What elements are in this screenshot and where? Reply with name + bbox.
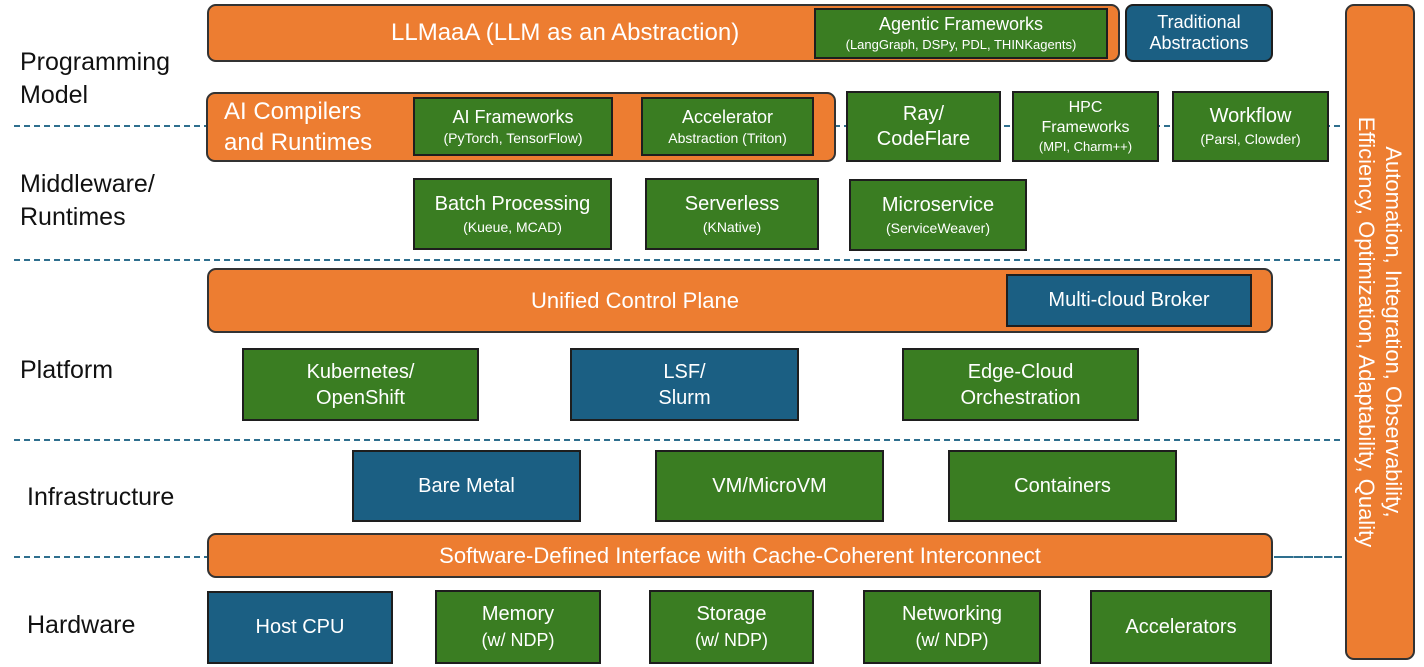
- interconnect-label: Software-Defined Interface with Cache-Co…: [439, 542, 1041, 568]
- layer-divider: [14, 259, 1340, 261]
- edge-cloud-label: Edge-Cloud Orchestration: [960, 360, 1081, 409]
- vm-microvm-label: VM/MicroVM: [712, 474, 827, 497]
- memory-sub: (w/ NDP): [481, 630, 555, 651]
- microservice-title: Microservice: [881, 193, 995, 216]
- ray-codeflare-label: Ray/ CodeFlare: [876, 102, 971, 150]
- networking-title: Networking: [901, 603, 1003, 626]
- networking-sub: (w/ NDP): [915, 630, 989, 651]
- layer-label-middleware: Middleware/ Runtimes: [20, 170, 155, 231]
- batch-processing-title: Batch Processing: [434, 192, 591, 215]
- agentic-frameworks-box: Agentic Frameworks (LangGraph, DSPy, PDL…: [814, 8, 1108, 59]
- serverless-box: Serverless (KNative): [645, 178, 819, 250]
- ai-frameworks-title: AI Frameworks: [452, 106, 574, 127]
- ray-codeflare-box: Ray/ CodeFlare: [846, 91, 1001, 162]
- storage-box: Storage (w/ NDP): [649, 590, 814, 664]
- containers-box: Containers: [948, 450, 1177, 522]
- llmaaa-label: LLMaaA (LLM as an Abstraction): [391, 19, 740, 47]
- layer-divider: [14, 439, 1340, 441]
- ai-compilers-label: AI Compilers and Runtimes: [224, 97, 373, 156]
- networking-box: Networking (w/ NDP): [863, 590, 1041, 664]
- accelerator-abstraction-title: Accelerator: [681, 106, 774, 127]
- memory-box: Memory (w/ NDP): [435, 590, 601, 664]
- agentic-frameworks-sub: (LangGraph, DSPy, PDL, THINKagents): [845, 36, 1077, 52]
- kubernetes-box: Kubernetes/ OpenShift: [242, 348, 479, 421]
- workflow-sub: (Parsl, Clowder): [1200, 131, 1301, 148]
- cross-cutting-concerns-bar: Automation, Integration, Observability, …: [1345, 4, 1415, 660]
- microservice-sub: (ServiceWeaver): [886, 219, 990, 236]
- traditional-abstractions-label: Traditional Abstractions: [1149, 12, 1249, 53]
- bare-metal-box: Bare Metal: [352, 450, 581, 522]
- hpc-frameworks-box: HPC Frameworks (MPI, Charm++): [1012, 91, 1159, 162]
- multi-cloud-broker-box: Multi-cloud Broker: [1006, 274, 1252, 327]
- serverless-sub: (KNative): [702, 218, 762, 235]
- interconnect-bar: Software-Defined Interface with Cache-Co…: [207, 533, 1273, 578]
- edge-cloud-box: Edge-Cloud Orchestration: [902, 348, 1139, 421]
- batch-processing-sub: (Kueue, MCAD): [463, 218, 562, 235]
- unified-control-plane-label: Unified Control Plane: [531, 287, 739, 313]
- lsf-slurm-label: LSF/ Slurm: [658, 360, 711, 409]
- kubernetes-label: Kubernetes/ OpenShift: [306, 360, 415, 409]
- accelerators-label: Accelerators: [1125, 615, 1237, 638]
- multi-cloud-broker-label: Multi-cloud Broker: [1048, 289, 1210, 311]
- microservice-box: Microservice (ServiceWeaver): [849, 179, 1027, 251]
- layer-label-platform: Platform: [20, 356, 114, 384]
- host-cpu-box: Host CPU: [207, 591, 393, 664]
- lsf-slurm-box: LSF/ Slurm: [570, 348, 799, 421]
- cross-cutting-concerns-label: Automation, Integration, Observability, …: [1354, 116, 1406, 548]
- workflow-box: Workflow (Parsl, Clowder): [1172, 91, 1329, 162]
- hpc-frameworks-sub: (MPI, Charm++): [1038, 138, 1133, 154]
- storage-sub: (w/ NDP): [695, 630, 768, 651]
- workflow-title: Workflow: [1209, 105, 1292, 128]
- storage-title: Storage: [696, 603, 767, 626]
- containers-label: Containers: [1014, 474, 1111, 497]
- memory-title: Memory: [481, 603, 555, 626]
- host-cpu-label: Host CPU: [255, 616, 345, 638]
- ai-frameworks-sub: (PyTorch, TensorFlow): [443, 130, 583, 147]
- ai-frameworks-box: AI Frameworks (PyTorch, TensorFlow): [413, 97, 613, 156]
- traditional-abstractions-box: Traditional Abstractions: [1125, 4, 1273, 62]
- layer-label-programming-model: Programming Model: [20, 48, 171, 109]
- agentic-frameworks-title: Agentic Frameworks: [878, 14, 1044, 35]
- layer-label-hardware: Hardware: [27, 611, 136, 639]
- accelerator-abstraction-box: Accelerator Abstraction (Triton): [641, 97, 814, 156]
- batch-processing-box: Batch Processing (Kueue, MCAD): [413, 178, 612, 250]
- hpc-frameworks-title: HPC Frameworks: [1041, 99, 1130, 136]
- layer-divider: [1278, 556, 1342, 558]
- vm-microvm-box: VM/MicroVM: [655, 450, 884, 522]
- serverless-title: Serverless: [684, 192, 780, 215]
- layer-label-infrastructure: Infrastructure: [27, 483, 175, 511]
- bare-metal-label: Bare Metal: [418, 474, 515, 497]
- accelerator-abstraction-sub: Abstraction (Triton): [668, 130, 787, 147]
- accelerators-box: Accelerators: [1090, 590, 1272, 664]
